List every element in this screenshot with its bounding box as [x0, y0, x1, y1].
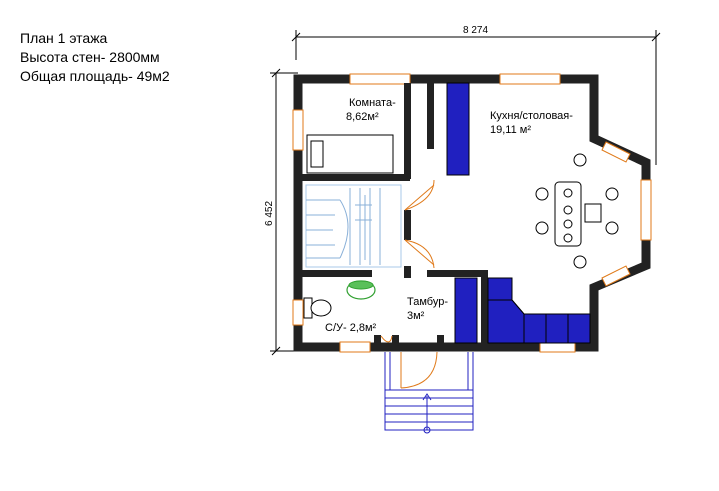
dimension-width: [291, 30, 661, 165]
plan-info: План 1 этажа Высота стен- 2800мм Общая п…: [20, 29, 170, 86]
vestibule-area-label: 3м²: [407, 310, 425, 322]
porch-steps: [384, 352, 474, 434]
staircase: [305, 184, 402, 268]
dining-table: [535, 153, 619, 269]
plan-title: План 1 этажа: [20, 30, 108, 46]
total-area-text: Общая площадь- 49м2: [20, 68, 170, 84]
windows: [292, 73, 652, 353]
doors: [380, 179, 438, 389]
dimension-height: [270, 68, 298, 356]
kitchen-area-label: 19,11 м²: [490, 124, 531, 136]
room-name-label: Комната-: [349, 97, 396, 109]
plant-icon: [346, 280, 376, 300]
width-label: 8 274: [463, 25, 488, 36]
interior-walls: [302, 83, 488, 351]
toilet-icon: [303, 297, 332, 319]
height-label: 6 452: [264, 201, 275, 226]
kitchen-counter: [487, 277, 591, 344]
wall-height-text: Высота стен- 2800мм: [20, 49, 160, 65]
vestibule-cabinet: [454, 277, 478, 344]
kitchen-name-label: Кухня/столовая-: [490, 110, 573, 122]
bed: [306, 134, 394, 174]
bathroom-label: С/У- 2,8м²: [325, 322, 377, 334]
vestibule-name-label: Тамбур-: [407, 296, 448, 308]
room-area-label: 8,62м²: [346, 111, 379, 123]
wardrobe: [446, 82, 470, 176]
